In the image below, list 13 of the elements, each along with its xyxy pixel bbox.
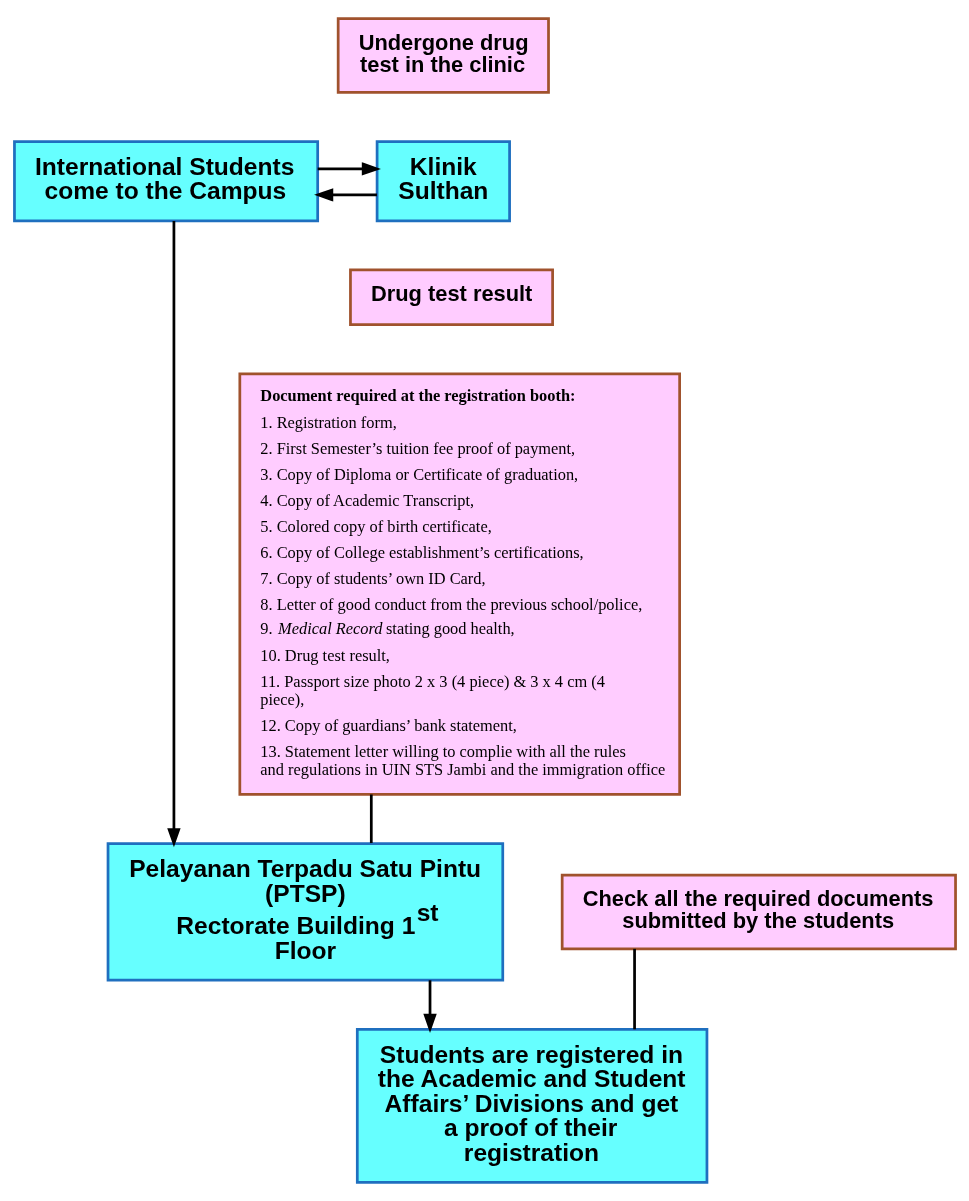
- node-box: Check all the required documents submitted by the students: [560, 873, 957, 951]
- node-box: International Students come to the Campus: [12, 140, 319, 223]
- arrow: [422, 980, 437, 1033]
- node-box: Document required at the registration booth: 1. Registration form, 2. First Semester’s tuition fee proof of payment, 3. Copy of Diploma or Certificate of graduation, 4. Copy of Academic Transcript, 5. Colored copy of birth certificate, 6. Copy of College establishment’s certifications, 7. Copy of students’ own ID Card, 8. Letter of good conduct from the previous school/police, 9. Medical Record stating good health, 10. Drug test result, 11. Passport size photo 2 x 3 (4 piece) & 3 x 4 cm (4 piece), 12. Copy of guardians’ bank statement, 13. Statement letter willing to complie with all the rules and regulations in UIN STS Jambi and the immigration office: [237, 372, 681, 796]
- node-box: Drug test result: [348, 268, 554, 326]
- node-box: Students are registered in the Academic and Student Affairs’ Divisions and get a proof of their registration: [355, 1028, 708, 1184]
- arrow: [313, 188, 377, 202]
- node-box: Klinik Sulthan: [375, 140, 511, 223]
- arrow: [166, 221, 181, 848]
- node-box: Undergone drug test in the clinic: [336, 17, 550, 94]
- connector: [369, 794, 373, 844]
- arrow: [317, 162, 381, 176]
- connector: [632, 948, 636, 1030]
